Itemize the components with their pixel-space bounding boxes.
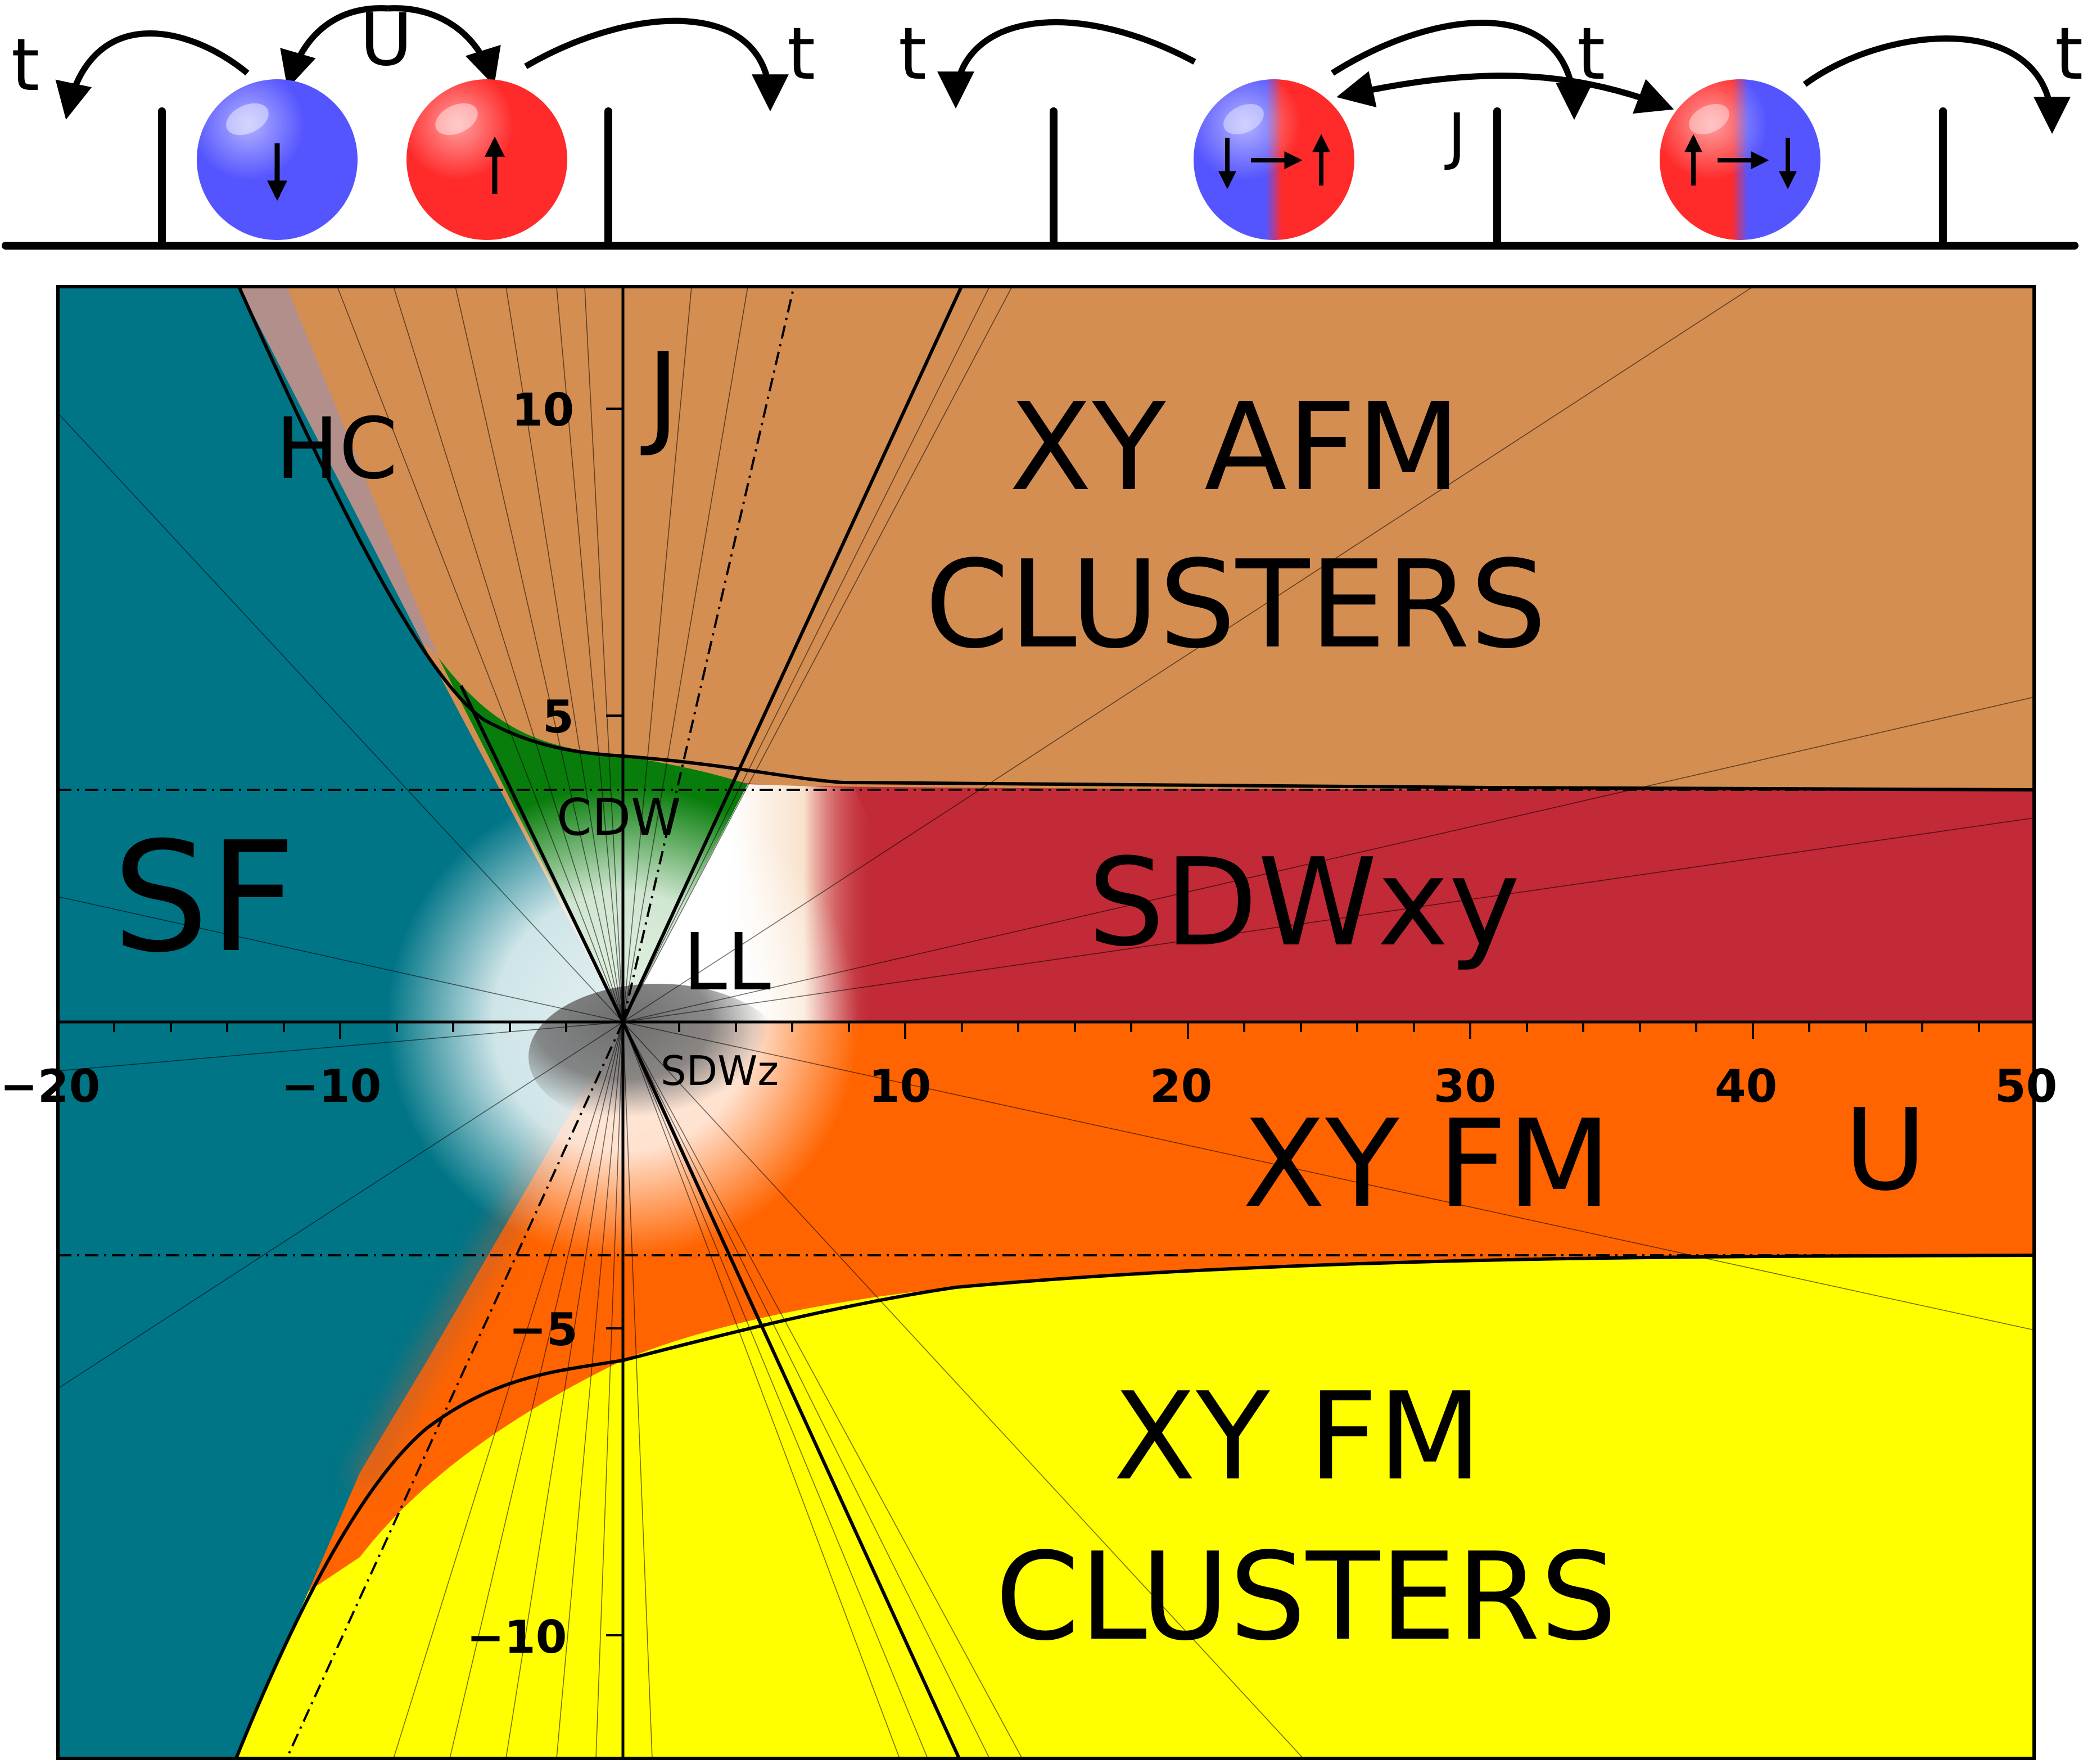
fan-lines	[58, 287, 2034, 1758]
x-tick-label-neg10: −10	[281, 1060, 381, 1112]
label-xy-fm-clusters-1: XY FM	[1113, 1366, 1482, 1507]
hop-arc-4	[1331, 20, 1593, 120]
region-hc	[239, 287, 439, 658]
x-tick-label-20: 20	[1150, 1060, 1212, 1112]
hop-label-t3: t	[898, 12, 927, 96]
hop-arcs	[55, 5, 2071, 134]
spin-up-particle	[406, 79, 567, 240]
x-ticks	[58, 1022, 1980, 1039]
label-sf: SF	[112, 809, 296, 986]
site-barriers	[158, 107, 1947, 250]
label-sdwz: SDWz	[661, 1047, 779, 1094]
x-axis-label: U	[1844, 1085, 1926, 1216]
label-sdwxy: SDWxy	[1088, 832, 1520, 973]
label-xy-afm-2: CLUSTERS	[925, 534, 1547, 675]
hop-label-t4: t	[1577, 12, 1605, 96]
region-labels: SF HC CDW LL SDWz SDWxy XY AFM CLUSTERS …	[112, 377, 1617, 1667]
boundary-fm-right	[621, 1021, 961, 1758]
hop-label-t1: t	[11, 24, 39, 107]
boundary-fm-clusters	[234, 1254, 2034, 1758]
hop-label-u: U	[360, 0, 413, 82]
hop-label-t2: t	[787, 12, 815, 96]
y-tick-labels: 10 5 −5 −10	[467, 384, 578, 1663]
j-exchange-arrow	[1336, 71, 1674, 114]
x-tick-label-40: 40	[1715, 1060, 1777, 1112]
hop-arc-1	[55, 30, 250, 120]
x-tick-labels: −20 −10 10 20 30 40 50	[0, 1060, 2057, 1112]
hop-label-t5: t	[2055, 12, 2083, 96]
hop-arc-2	[524, 17, 789, 112]
label-ll: LL	[683, 917, 771, 1008]
y-tick-label-5: 5	[543, 691, 574, 743]
label-xy-afm-1: XY AFM	[1009, 377, 1461, 518]
x-tick-label-neg20: −20	[0, 1060, 100, 1112]
boundary-afm	[237, 287, 2034, 791]
label-hc: HC	[275, 400, 398, 498]
label-cdw: CDW	[557, 788, 681, 847]
hop-labels: t U t t t t J	[11, 0, 2083, 172]
plot-frame	[56, 285, 2036, 1760]
y-ticks	[606, 408, 623, 1636]
boundary-sf-upper	[459, 685, 625, 1023]
phase-diagram	[58, 287, 2034, 1758]
boundary-afm-cdw-right	[621, 287, 963, 1023]
x-tick-label-50: 50	[1995, 1060, 2057, 1112]
lattice-schematic: t U t t t t J	[2, 0, 2083, 250]
y-axis-label: J	[640, 329, 680, 460]
region-sdwxy	[623, 756, 2034, 1022]
hop-arc-3	[937, 19, 1196, 109]
y-tick-label-neg10: −10	[467, 1611, 567, 1663]
label-xy-fm: XY FM	[1242, 1093, 1611, 1234]
dashdot-lines	[58, 287, 2034, 1758]
region-sdwz	[528, 984, 787, 1130]
mixed-spin-particle-right	[1660, 79, 1820, 240]
x-tick-label-10: 10	[869, 1060, 931, 1112]
y-tick-label-10: 10	[512, 384, 574, 436]
phase-boundaries	[234, 287, 2034, 1758]
label-xy-fm-clusters-2: CLUSTERS	[995, 1526, 1617, 1667]
exchange-label-j: J	[1444, 100, 1466, 172]
y-tick-label-neg5: −5	[509, 1304, 578, 1356]
u-arc-left	[280, 5, 388, 89]
u-arc-right	[387, 5, 501, 86]
hop-arc-5	[1802, 35, 2071, 134]
spin-down-particle	[197, 79, 358, 240]
x-tick-label-30: 30	[1434, 1060, 1496, 1112]
mixed-spin-particle-left	[1194, 79, 1354, 240]
